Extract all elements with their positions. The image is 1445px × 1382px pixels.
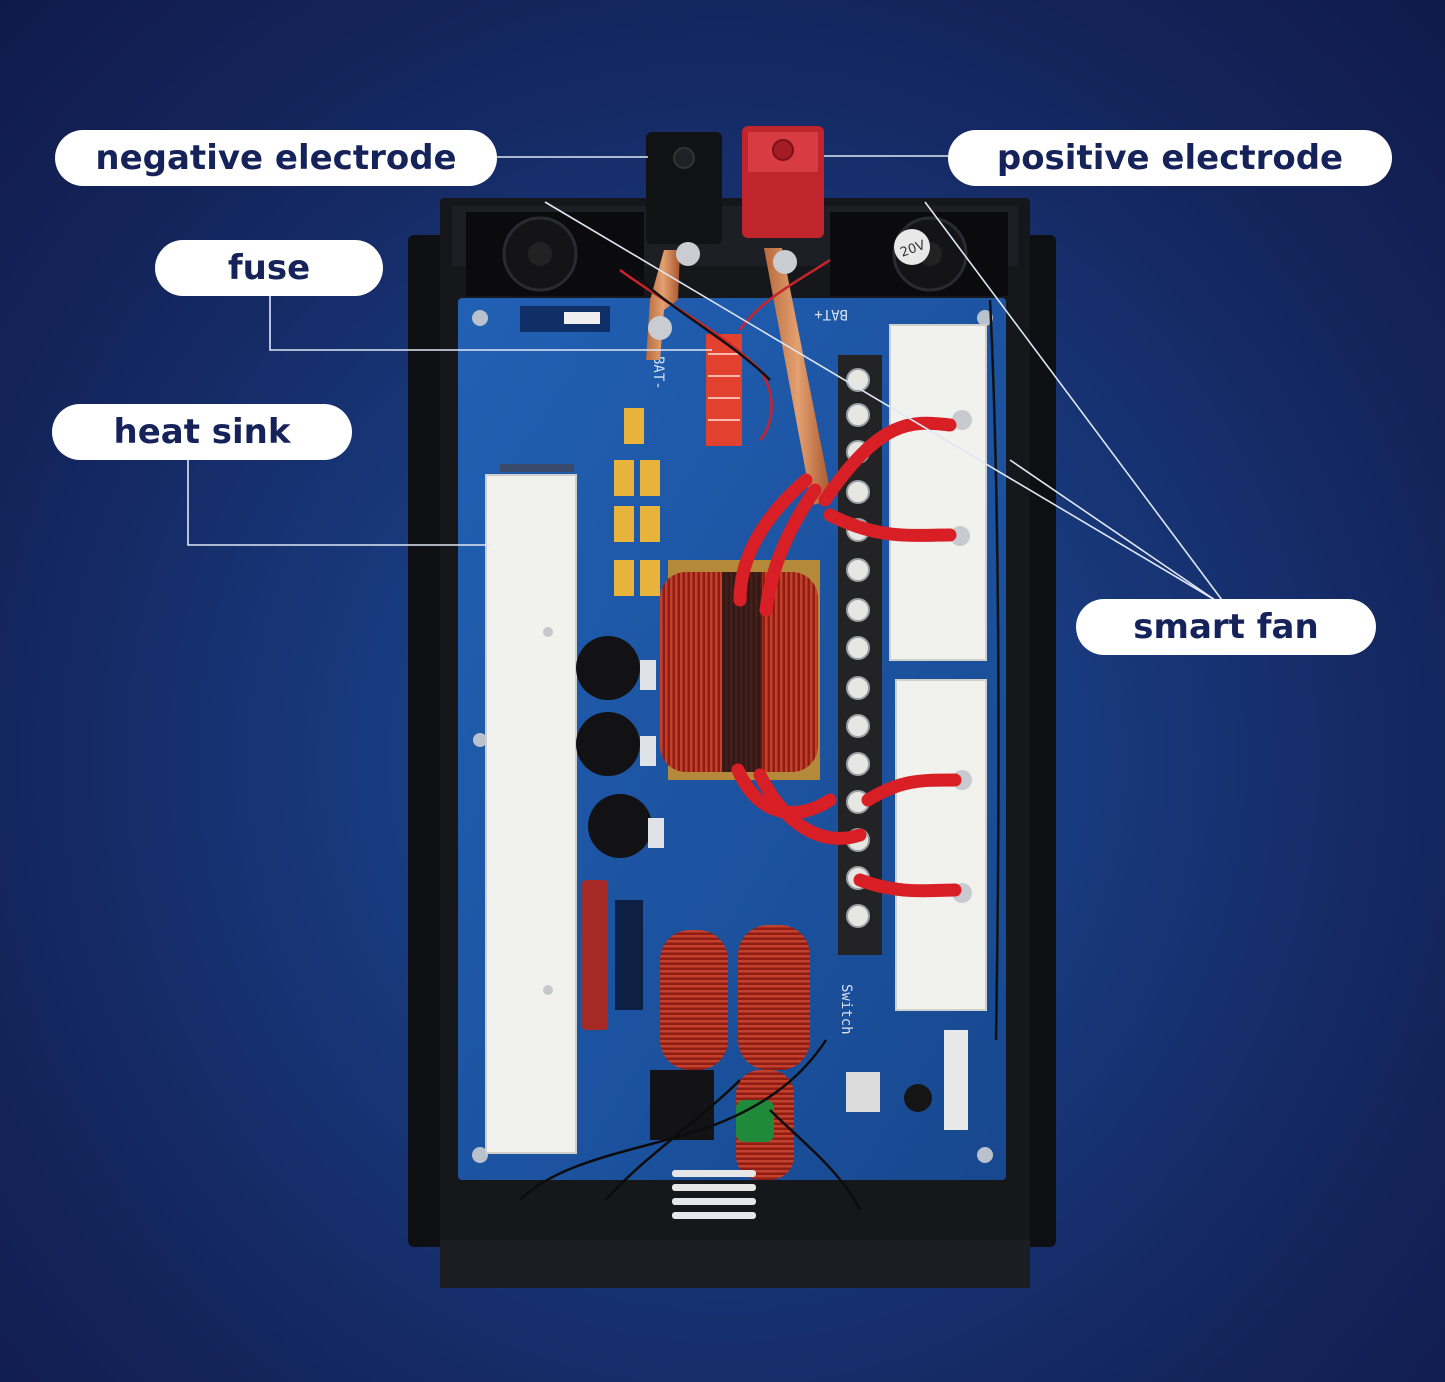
label-negative-electrode: negative electrode — [55, 130, 497, 186]
electrolytic-capacitors — [576, 636, 664, 858]
leader-lines — [187, 155, 1223, 601]
smart-fan-left — [466, 212, 644, 296]
positive-terminal — [742, 126, 824, 238]
heat-sink-left — [485, 464, 577, 1154]
leader-line-smart-fan-1 — [924, 201, 1223, 601]
leader-line-smart-fan-3 — [544, 201, 1216, 601]
bat-plus-label: BAT+ — [814, 306, 848, 322]
label-heat-sink: heat sink — [52, 404, 352, 460]
switch-label: Switch — [838, 984, 854, 1035]
leader-line-heat-sink — [187, 459, 490, 546]
negative-terminal — [646, 132, 722, 244]
bottom-vent — [672, 1170, 756, 1219]
leader-line-smart-fan-2 — [1009, 459, 1216, 601]
leader-line-fuse — [269, 295, 712, 351]
smart-fan-right: 20V — [830, 212, 1008, 296]
bat-minus-label: BAT- — [650, 356, 666, 390]
output-filter-coils — [660, 925, 810, 1180]
label-smart-fan: smart fan — [1076, 599, 1376, 655]
film-capacitors — [614, 408, 660, 596]
battery-cables — [731, 416, 962, 898]
fuse-block — [520, 306, 742, 446]
label-positive-electrode: positive electrode — [948, 130, 1392, 186]
label-fuse: fuse — [155, 240, 383, 296]
ac-output-wires — [519, 1039, 862, 1211]
